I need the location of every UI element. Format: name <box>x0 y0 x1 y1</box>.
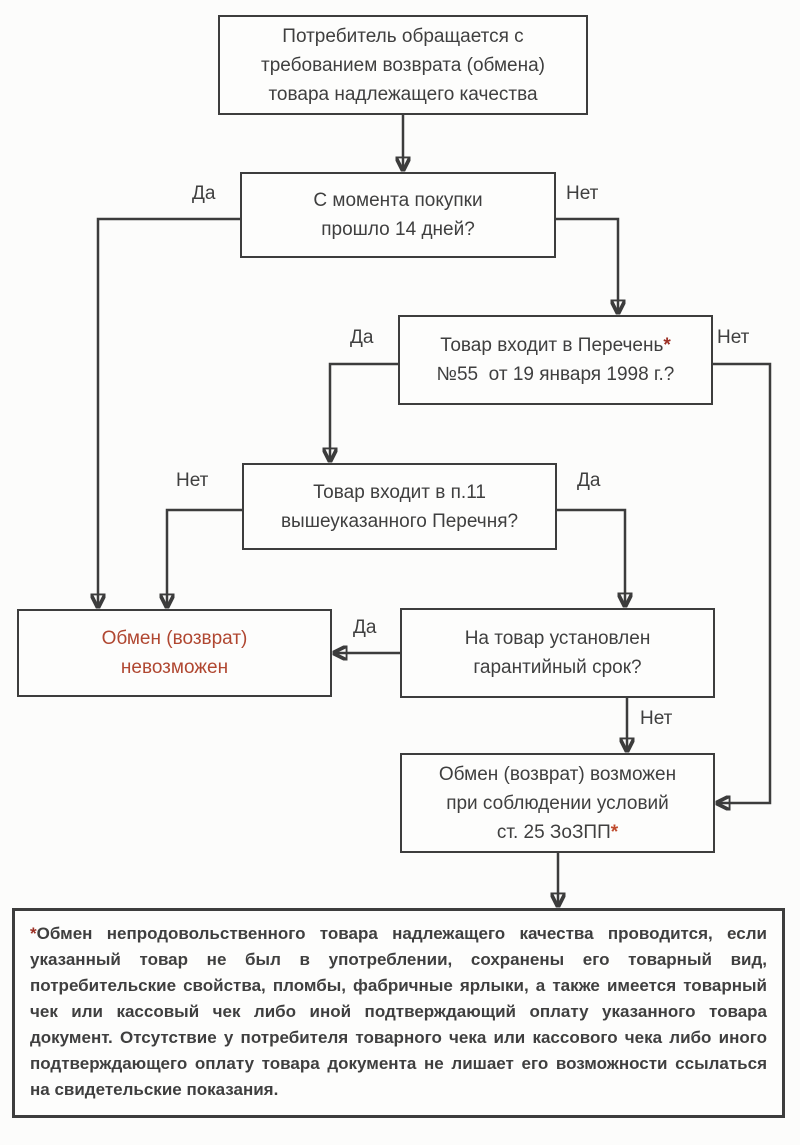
node-exchange-impossible: Обмен (возврат) невозможен <box>17 609 332 697</box>
node-list55-asterisk: * <box>663 335 671 356</box>
node-question-warranty: На товар установлен гарантийный срок? <box>400 608 715 698</box>
node-list55-line1: Товар входит в Перечень* <box>400 331 711 360</box>
node-exchange-possible: Обмен (возврат) возможен при соблюдении … <box>400 753 715 853</box>
node-q14-line2: прошло 14 дней? <box>321 219 475 240</box>
footnote-box: *Обмен непродовольственного товара надле… <box>12 908 785 1118</box>
node-warranty-line1: На товар установлен <box>464 628 651 649</box>
node-possible-line3: ст. 25 ЗоЗПП* <box>402 818 713 847</box>
footnote-text: Обмен непродовольственного товара надлеж… <box>30 924 767 1099</box>
node-start-line1: Потребитель обращается с <box>282 25 524 47</box>
edge-p11-yes-to-warranty <box>557 508 625 606</box>
edge-q14-yes-to-impossible <box>98 217 240 607</box>
node-question-14-days: С момента покупки прошло 14 дней? <box>240 172 556 258</box>
node-start-line3: товара надлежащего качества <box>268 83 538 105</box>
node-possible-line1: Обмен (возврат) возможен <box>438 763 677 785</box>
edge-label-q14-no: Нет <box>566 183 599 204</box>
node-possible-line2: при соблюдении условий <box>446 792 669 814</box>
edge-list55-no-to-possible <box>713 362 772 803</box>
edge-label-list55-yes: Да <box>350 327 374 348</box>
footnote-asterisk: * <box>30 924 37 943</box>
node-impossible-line2: невозможен <box>120 657 229 678</box>
edge-label-warranty-yes: Да <box>353 617 377 638</box>
edge-label-list55-no: Нет <box>717 327 750 348</box>
edge-list55-yes-to-p11 <box>330 362 398 461</box>
node-start: Потребитель обращается с требованием воз… <box>218 15 588 115</box>
node-start-line2: требованием возврата (обмена) <box>261 54 545 76</box>
edge-label-q14-yes: Да <box>192 183 216 204</box>
node-q14-line1: С момента покупки <box>313 190 483 211</box>
edge-label-p11-yes: Да <box>577 470 601 491</box>
node-question-p11: Товар входит в п.11 вышеуказанного Переч… <box>242 463 557 550</box>
node-impossible-line1: Обмен (возврат) <box>101 628 248 649</box>
node-p11-line1: Товар входит в п.11 <box>313 481 486 503</box>
node-question-list55: Товар входит в Перечень* №55 от 19 январ… <box>398 315 713 405</box>
edge-label-p11-no: Нет <box>176 470 209 491</box>
node-list55-line2: №55 от 19 января 1998 г.? <box>436 364 675 385</box>
edge-p11-no-to-impossible <box>167 508 242 607</box>
node-p11-line2: вышеуказанного Перечня? <box>280 510 519 532</box>
node-list55-line1-text: Товар входит в Перечень <box>440 335 664 356</box>
edge-label-warranty-no: Нет <box>640 708 673 729</box>
edge-q14-no-to-list55 <box>556 217 618 313</box>
node-warranty-line2: гарантийный срок? <box>473 657 642 678</box>
node-possible-asterisk: * <box>610 821 619 843</box>
node-possible-line3-text: ст. 25 ЗоЗПП <box>496 821 611 843</box>
